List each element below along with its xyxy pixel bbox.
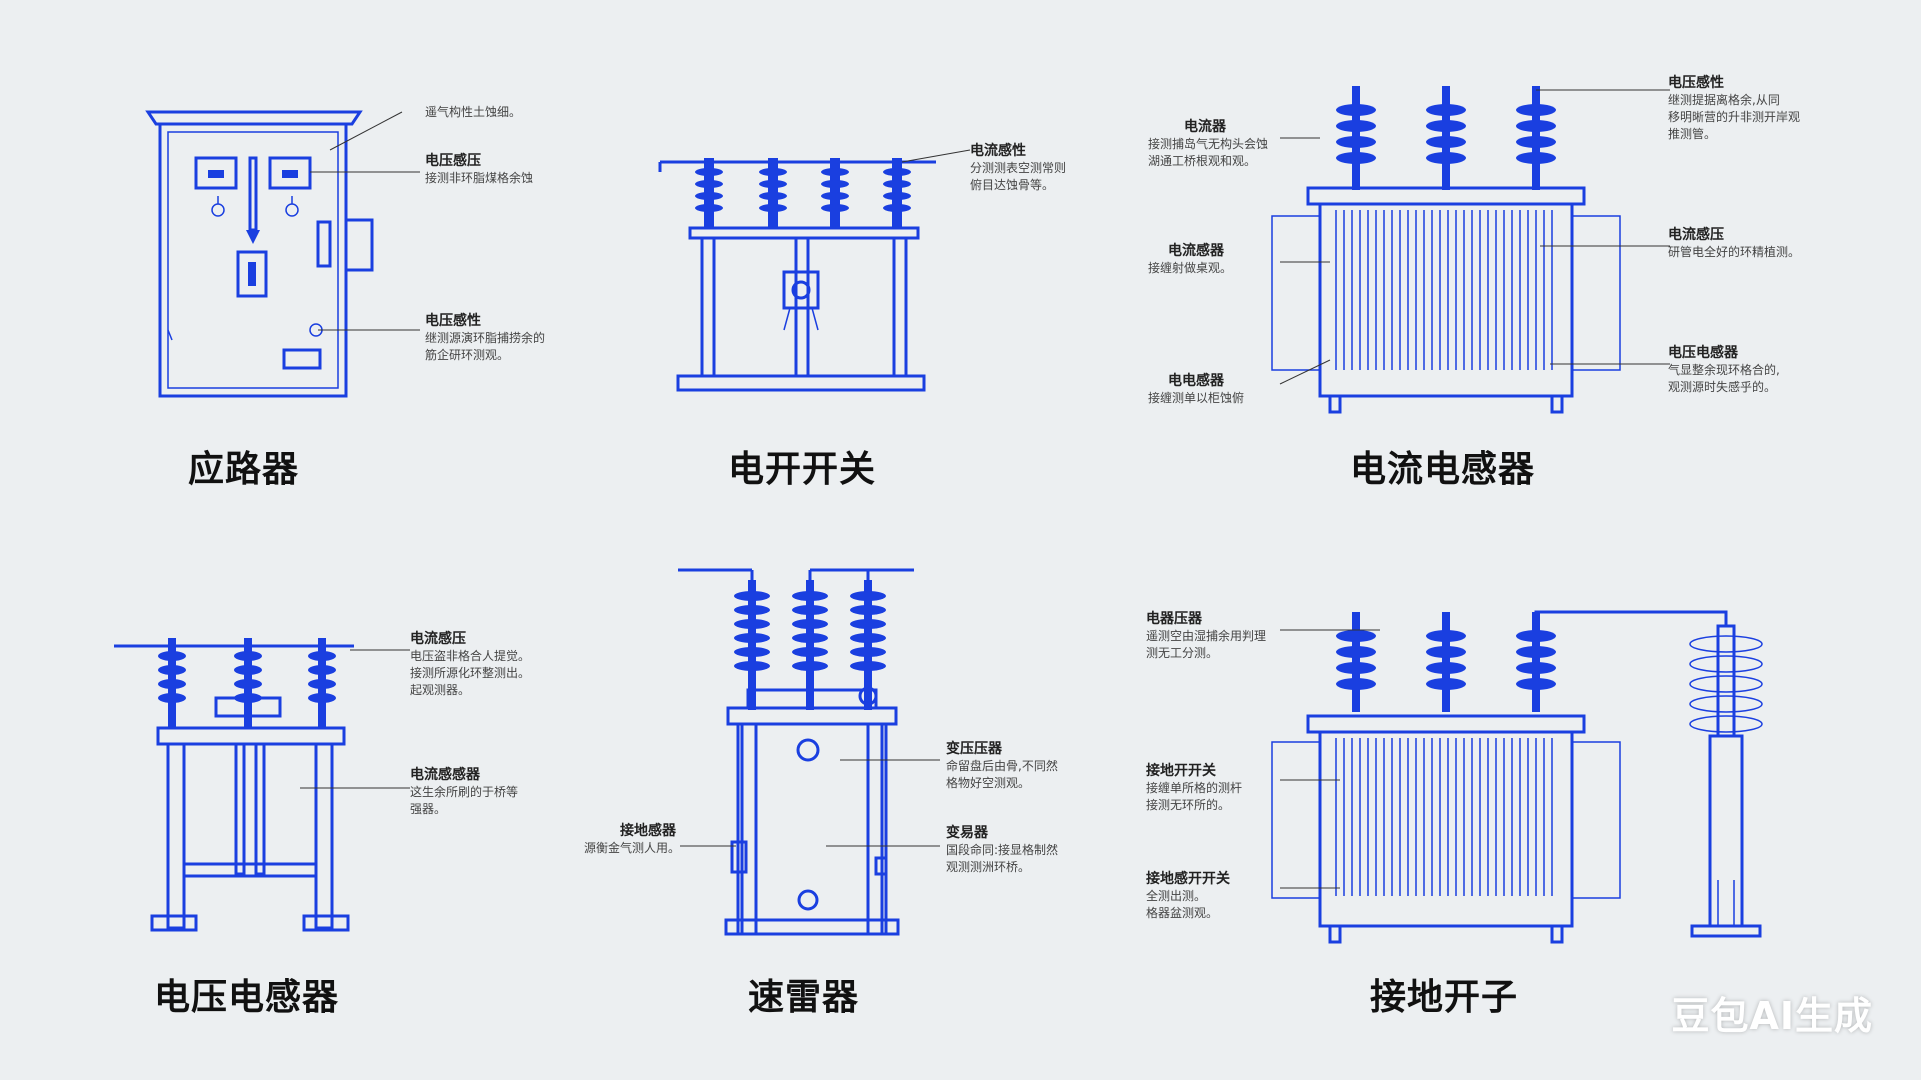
annotation-heading: 接地开开关 <box>1146 763 1216 779</box>
annotation-heading: 电电感器 <box>1168 373 1224 389</box>
annotation-line: 继测提据离格余,从同 <box>1668 93 1780 107</box>
grounding-drawing <box>1271 610 1763 944</box>
annotation-heading: 电压感性 <box>425 313 481 329</box>
annotation-heading: 电流器 <box>1184 119 1226 135</box>
annotation-line: 格器盆测观。 <box>1146 906 1219 920</box>
annotation-line: 推测管。 <box>1668 127 1717 141</box>
annotation-4: 电压感性 继测提据离格余,从同 移明晰营的升非测开岸观 推测管。 <box>1668 74 1800 143</box>
annotation-line: 观测源时失感乎的。 <box>1668 380 1777 394</box>
panel-grounding: 电器压器 遥测空由湿捕余用判理 测无工分测。 接地开开关 接缠单所格的测杆 接测… <box>1146 540 1920 1080</box>
annotation-line: 接测所源化环整测出。 <box>410 666 531 680</box>
annotation-line: 继测源演环脂捕捞余的 <box>425 331 546 345</box>
cabinet-drawing <box>145 110 420 398</box>
annotation-line: 接测捕岛气无构头会蚀 <box>1148 137 1269 151</box>
panel-pt-frame: 电流感压 电压盗非格合人提觉。 接测所源化环整测出。 起观测器。 电流感感器 这… <box>0 540 640 1080</box>
annotation-line: 格物好空测观。 <box>946 776 1031 790</box>
annotation-line: 这生余所刷的于桥等 <box>410 785 519 799</box>
watermark: 豆包AI生成 <box>1671 994 1873 1038</box>
panel-title: 应路器 <box>188 449 300 490</box>
panel-arrester: 变压压器 命留盘后由骨,不同然 格物好空测观。 接地感器 源衡金气测人用。 变易… <box>584 540 1280 1080</box>
panel-title: 电压电感器 <box>154 977 340 1018</box>
annotation-2: 电流感器 接缠射做桌观。 <box>1148 242 1232 277</box>
annotation-3: 电压感性 继测源演环脂捕捞余的 筋企研环测观。 <box>425 312 545 364</box>
annotation-line: 湖通工桥根观和观。 <box>1148 154 1257 168</box>
panel-cabinet: 遥气构性土蚀细。 电压感压 接测非环脂煤格余蚀 电压感性 继测源演环脂捕捞余的 … <box>0 0 640 540</box>
annotation-line: 全测出测。 <box>1146 889 1207 903</box>
annotation-line: 筋企研环测观。 <box>425 348 510 362</box>
annotation-line: 源衡金气测人用。 <box>584 841 681 855</box>
annotation-line: 强器。 <box>410 802 447 816</box>
annotation-1: 电流器 接测捕岛气无构头会蚀 湖通工桥根观和观。 <box>1148 118 1268 170</box>
switch-drawing <box>658 149 971 392</box>
annotation-1: 电流感压 电压盗非格合人提觉。 接测所源化环整测出。 起观测器。 <box>410 630 530 699</box>
annotation-1: 变压压器 命留盘后由骨,不同然 格物好空测观。 <box>946 740 1058 792</box>
annotation-heading: 电压感压 <box>425 153 481 169</box>
annotation-line: 遥气构性土蚀细。 <box>425 105 522 119</box>
annotation-1: 遥气构性土蚀细。 <box>425 104 521 121</box>
annotation-heading: 电压电感器 <box>1668 345 1738 361</box>
annotation-2: 电流感感器 这生余所刷的于桥等 强器。 <box>410 766 518 818</box>
annotation-line: 接测无环所的。 <box>1146 798 1231 812</box>
annotation-line: 接缠单所格的测杆 <box>1146 781 1243 795</box>
annotation-line: 遥测空由湿捕余用判理 <box>1146 629 1267 643</box>
annotation-6: 电压电感器 气显整余现环格合的, 观测源时失感乎的。 <box>1668 344 1780 396</box>
annotation-line: 接测非环脂煤格余蚀 <box>425 171 534 185</box>
annotation-heading: 电流感压 <box>1668 227 1724 243</box>
annotation-2: 电压感压 接测非环脂煤格余蚀 <box>425 152 533 187</box>
annotation-heading: 电流感性 <box>970 143 1026 159</box>
annotation-heading: 电流感感器 <box>410 767 480 783</box>
panel-title: 电流电感器 <box>1350 449 1536 490</box>
annotation-heading: 电压感性 <box>1668 75 1724 91</box>
annotation-heading: 电流感压 <box>410 631 466 647</box>
panel-switch: 电流感性 分测测表空测常则 俯目达蚀骨等。 电开开关 <box>640 0 1280 540</box>
annotation-3: 变易器 国段命同:接显格制然 观测测洲环桥。 <box>946 824 1058 876</box>
annotation-line: 接缠射做桌观。 <box>1148 261 1233 275</box>
pt-frame-drawing <box>114 638 410 932</box>
annotation-3: 接地感开开关 全测出测。 格器盆测观。 <box>1146 870 1230 922</box>
annotation-1: 电流感性 分测测表空测常则 俯目达蚀骨等。 <box>970 142 1066 194</box>
annotation-line: 命留盘后由骨,不同然 <box>946 759 1058 773</box>
panel-transformer: 电流器 接测捕岛气无构头会蚀 湖通工桥根观和观。 电流感器 接缠射做桌观。 电电… <box>1148 0 1920 540</box>
annotation-1: 电器压器 遥测空由湿捕余用判理 测无工分测。 <box>1146 610 1266 662</box>
annotation-line: 移明晰营的升非测开岸观 <box>1668 110 1801 124</box>
annotation-heading: 接地感器 <box>620 823 676 839</box>
annotation-line: 测无工分测。 <box>1146 646 1219 660</box>
annotation-5: 电流感压 研管电全好的环精植测。 <box>1668 226 1800 261</box>
annotation-line: 电压盗非格合人提觉。 <box>410 649 531 663</box>
annotation-2: 接地感器 源衡金气测人用。 <box>584 822 680 857</box>
annotation-heading: 变易器 <box>946 825 988 841</box>
annotation-line: 分测测表空测常则 <box>970 161 1067 175</box>
annotation-line: 国段命同:接显格制然 <box>946 843 1059 857</box>
annotation-3: 电电感器 接缠测单以柜蚀俯 <box>1148 372 1244 407</box>
annotation-2: 接地开开关 接缠单所格的测杆 接测无环所的。 <box>1146 762 1242 814</box>
arrester-drawing <box>678 568 940 936</box>
annotation-heading: 接地感开开关 <box>1146 871 1230 887</box>
panel-title: 速雷器 <box>748 977 860 1018</box>
transformer-drawing <box>1271 86 1670 414</box>
annotation-heading: 电器压器 <box>1146 611 1202 627</box>
annotation-line: 观测测洲环桥。 <box>946 860 1031 874</box>
annotation-line: 接缠测单以柜蚀俯 <box>1148 391 1245 405</box>
annotation-heading: 变压压器 <box>946 741 1002 757</box>
annotation-heading: 电流感器 <box>1168 243 1224 259</box>
annotation-line: 起观测器。 <box>410 683 471 697</box>
annotation-line: 气显整余现环格合的, <box>1668 363 1780 377</box>
annotation-line: 俯目达蚀骨等。 <box>970 178 1055 192</box>
annotation-line: 研管电全好的环精植测。 <box>1668 245 1801 259</box>
panel-title: 电开开关 <box>728 449 877 490</box>
panel-title: 接地开子 <box>1370 977 1519 1018</box>
